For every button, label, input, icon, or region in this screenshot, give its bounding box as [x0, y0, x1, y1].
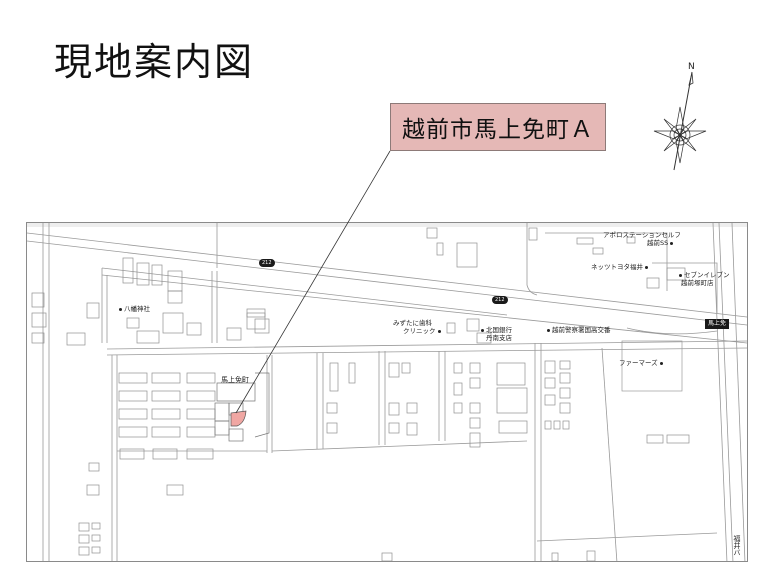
poi-label: ファーマーズ: [619, 359, 658, 367]
route-212-badge: 212: [259, 259, 275, 267]
poi-hokkoku-bank: 北国銀行: [479, 326, 512, 334]
poi-apollo-station: アポロステーションセルフ: [603, 231, 681, 239]
poi-label: クリニック: [403, 327, 436, 335]
poi-mizutani-dental: みずたに歯科: [393, 319, 432, 327]
callout-label: 越前市馬上免町Ａ: [402, 117, 594, 143]
poi-label: 越前塚町店: [681, 279, 714, 287]
location-callout: 越前市馬上免町Ａ: [390, 103, 606, 151]
poi-label: セブンイレブン: [684, 271, 730, 279]
target-parcel: [230, 410, 247, 427]
poi-mizutani-dental-line2: クリニック: [403, 327, 443, 335]
poi-hachiman-shrine: 八幡神社: [117, 305, 150, 313]
intersection-sign: 馬上免: [705, 319, 730, 329]
compass-north-label: N: [688, 62, 695, 72]
poi-label: 丹南支店: [486, 334, 512, 342]
poi-label: 越前SS: [647, 239, 669, 247]
poi-label: 北国銀行: [486, 326, 512, 334]
poi-label: ネッツトヨタ福井: [591, 263, 643, 271]
poi-apollo-station-line2: 越前SS: [647, 239, 675, 247]
poi-seven-eleven-line2: 越前塚町店: [681, 279, 714, 287]
road-label-vertical: 福井バ: [733, 535, 741, 556]
poi-label: アポロステーションセルフ: [603, 231, 681, 239]
poi-label: 越前警察署国高交番: [552, 326, 611, 334]
poi-label: 八幡神社: [124, 305, 150, 313]
poi-hokkoku-bank-line2: 丹南支店: [486, 334, 512, 342]
compass-rose-icon: N: [653, 62, 707, 171]
location-map: 八幡神社 アポロステーションセルフ 越前SS ネッツトヨタ福井 セブンイレブン …: [26, 222, 748, 562]
district-label: 馬上免町: [221, 376, 249, 384]
poi-seven-eleven: セブンイレブン: [677, 271, 730, 279]
route-212-badge: 212: [492, 296, 508, 304]
poi-police-koban: 越前警察署国高交番: [545, 326, 611, 334]
poi-label: みずたに歯科: [393, 319, 432, 327]
page-title: 現地案内図: [54, 40, 255, 84]
poi-netz-toyota: ネッツトヨタ福井: [591, 263, 650, 271]
poi-farmers: ファーマーズ: [619, 359, 665, 367]
map-streets: [27, 223, 747, 561]
